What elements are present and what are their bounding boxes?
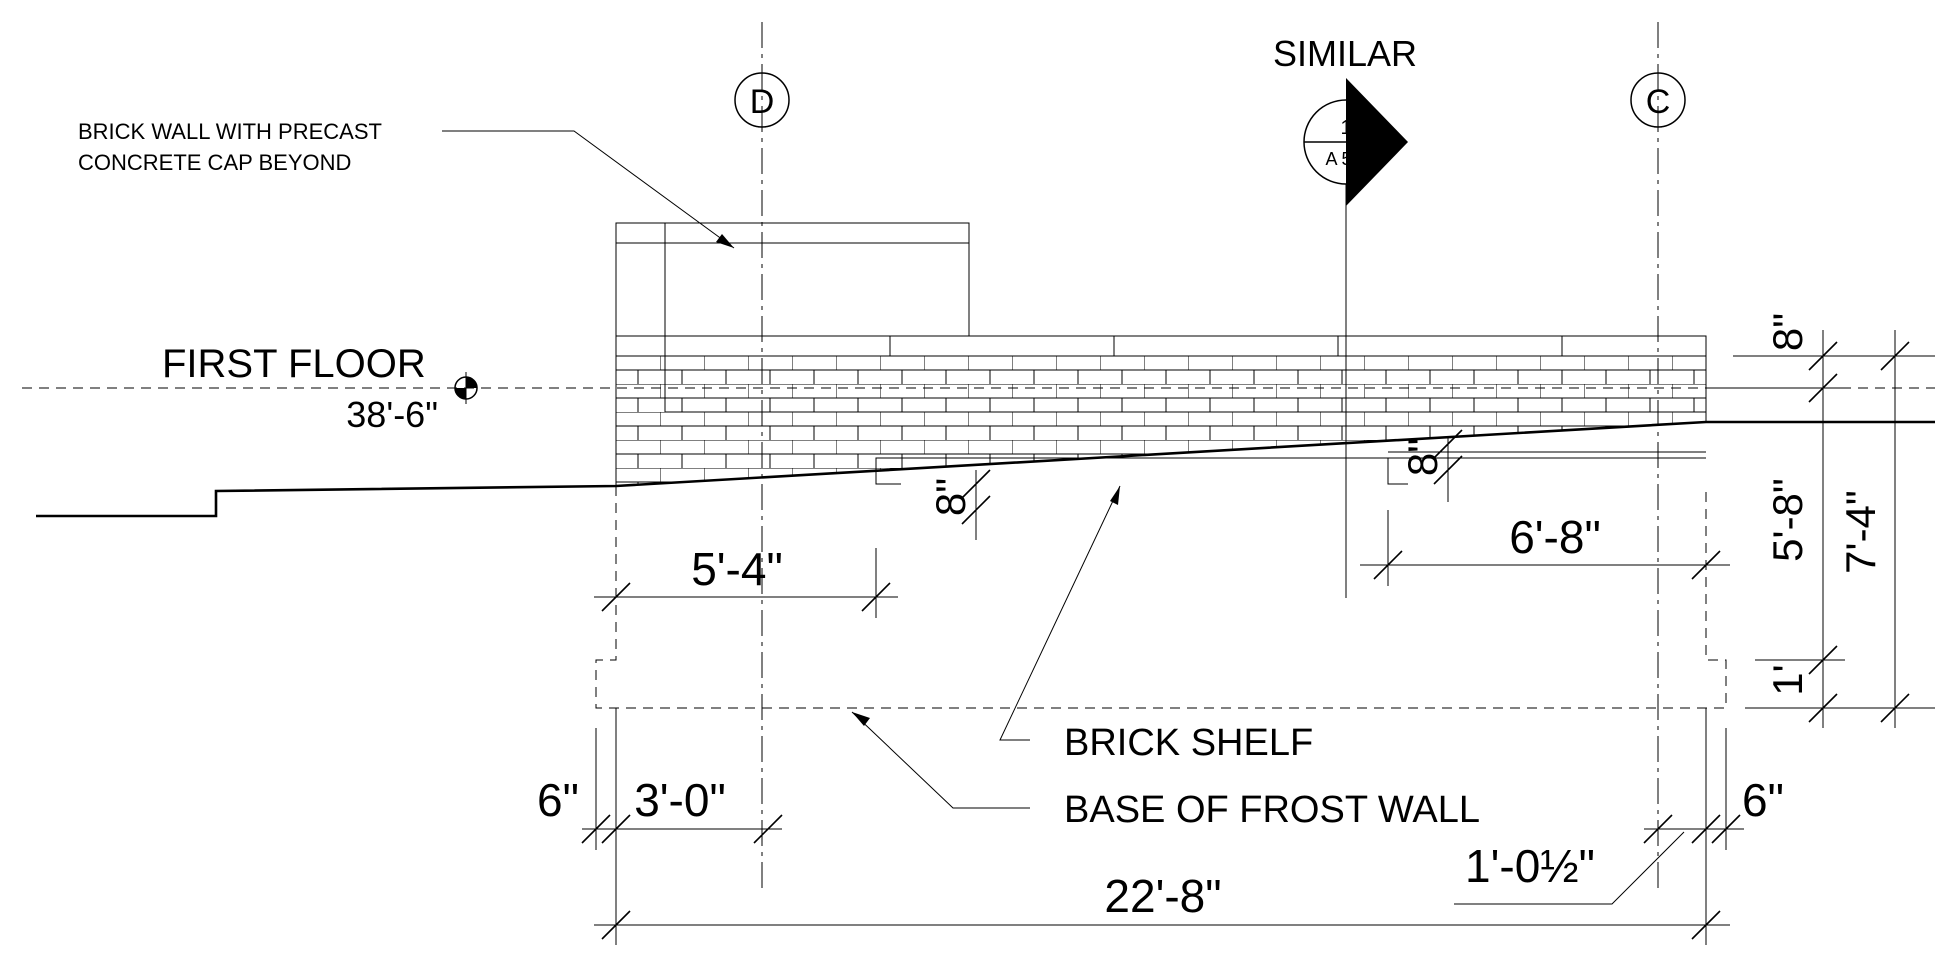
note-frost-wall: BASE OF FROST WALL [1064, 789, 1480, 831]
dim-step-right: 8" [1399, 438, 1446, 476]
dim-left-offset: 6" [537, 774, 579, 826]
note-brick-wall-line2: CONCRETE CAP BEYOND [78, 150, 351, 175]
level-elevation: 38'-6" [346, 394, 438, 435]
level-target-icon [454, 372, 478, 404]
dim-overall-width: 22'-8" [1104, 870, 1221, 922]
vertical-dimensions [1706, 330, 1935, 728]
note-brick-shelf: BRICK SHELF [1064, 722, 1313, 764]
leader-brick-wall [442, 130, 735, 249]
leader-frost-wall [851, 711, 1030, 809]
wall-cap [615, 335, 1707, 357]
section-similar-label: SIMILAR [1273, 33, 1417, 74]
dim-overall-height: 7'-4" [1837, 490, 1884, 574]
run-dimensions [594, 510, 1730, 618]
dim-left-run: 5'-4" [691, 543, 783, 595]
dim-to-footing: 5'-8" [1764, 478, 1811, 562]
brick-shelf-line [875, 457, 1706, 485]
frost-wall-footing [595, 486, 1727, 709]
grade-line [36, 420, 1935, 518]
grid-label-c: C [1646, 83, 1671, 121]
dim-right-run: 6'-8" [1509, 511, 1601, 563]
grid-label-d: D [750, 83, 775, 121]
dim-cap-height: 8" [1764, 313, 1811, 351]
section-sheet: A 5.9 [1325, 149, 1366, 169]
section-number: 1 [1340, 117, 1351, 139]
bottom-dimensions [581, 708, 1744, 945]
leader-brick-shelf [999, 485, 1121, 741]
brick-wall [616, 356, 1706, 486]
grid-bubble-d: D [734, 72, 790, 128]
step-dimensions [961, 429, 1463, 540]
dim-step-left: 8" [927, 478, 974, 516]
dim-right-offset: 6" [1742, 774, 1784, 826]
grid-bubble-c: C [1630, 72, 1686, 128]
dim-right-width: 1'-0½" [1465, 840, 1595, 892]
note-brick-wall-line1: BRICK WALL WITH PRECAST [78, 119, 382, 144]
dim-footing-thk: 1' [1764, 664, 1811, 695]
section-marker: SIMILAR 1 A 5.9 [1273, 33, 1417, 598]
level-name: FIRST FLOOR [162, 342, 426, 386]
dim-left-width: 3'-0" [634, 774, 726, 826]
